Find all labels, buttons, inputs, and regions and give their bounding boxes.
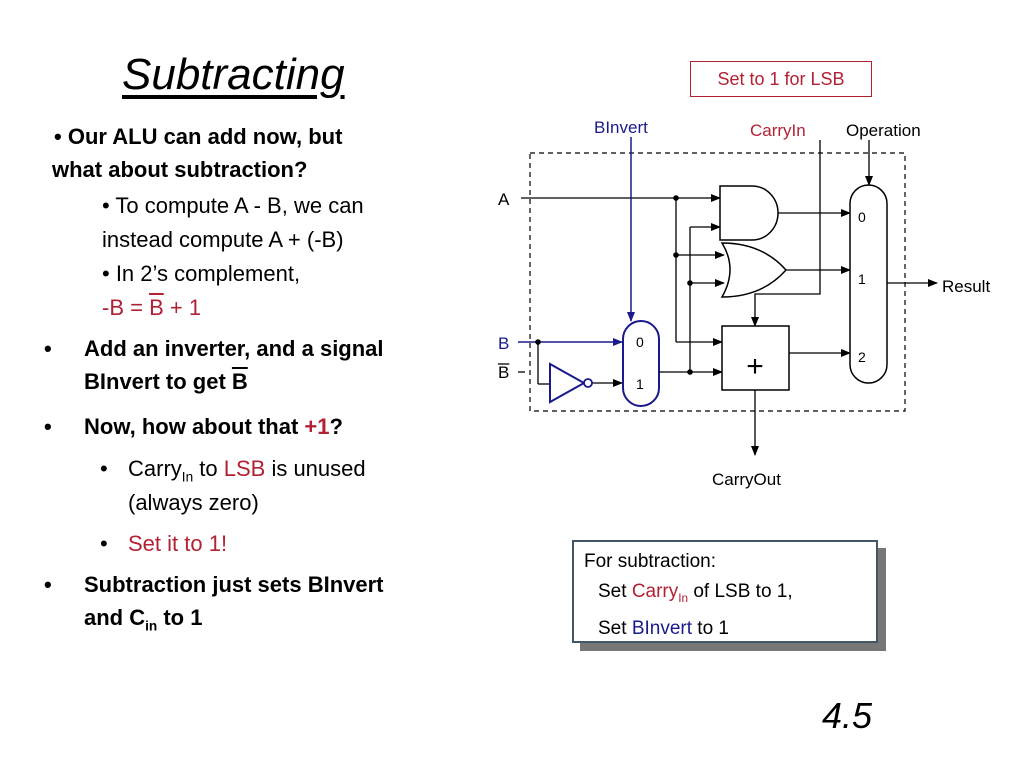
b-bar: B	[231, 369, 248, 394]
plus-one-highlight: +1	[304, 414, 330, 439]
result-mux-input-2: 2	[858, 349, 866, 365]
carry-text: Carry	[128, 456, 182, 481]
slide-title: Subtracting	[122, 50, 345, 99]
binvert-label: BInvert	[594, 118, 648, 137]
question-text-1: Our ALU can add now, but	[67, 124, 343, 149]
plus-one-line: Now, how about that +1?	[84, 414, 343, 440]
inverter-bubble	[583, 378, 593, 388]
bullet-dot: •	[44, 572, 52, 597]
carryin-line1: CarryIn to LSB is unused	[128, 456, 366, 484]
result-mux-input-0: 0	[858, 209, 866, 225]
slide-number: 4.5	[822, 695, 873, 736]
summary-line2: and Cin to 1	[84, 605, 202, 633]
carryin-label: CarryIn	[750, 121, 806, 140]
bullet-dot: •	[100, 456, 108, 481]
cin-subscript: in	[145, 618, 158, 634]
equation-lhs: -B =	[102, 295, 150, 320]
negation-equation: -B = B + 1	[102, 295, 201, 321]
result-mux	[849, 184, 888, 384]
callout-line3: Set BInvert to 1	[584, 614, 876, 644]
callout-carry-text: Carry	[631, 581, 679, 602]
lsb-highlight: LSB	[223, 456, 266, 481]
bullet-dot: •	[100, 531, 108, 556]
callout-carry-subscript: In	[678, 591, 689, 605]
carryin-wire	[751, 140, 821, 327]
plus-one-post: ?	[329, 414, 343, 439]
bullet-dot: •	[44, 336, 52, 361]
callout-carry: CarryIn	[631, 581, 689, 605]
callout-set-text: Set	[598, 617, 632, 639]
b-bar-label: B	[498, 363, 509, 382]
plus-one-pre: Now, how about that	[84, 414, 305, 439]
and-c-text: and C	[84, 605, 146, 630]
subpoint2-line1: • In 2’s complement,	[102, 261, 301, 286]
unused-text: is unused	[265, 456, 366, 481]
subpoint1-line2: instead compute A + (-B)	[102, 227, 344, 252]
gate-output-wires	[778, 209, 851, 357]
alu-boundary	[529, 152, 906, 412]
subpoint1-line1: • To compute A - B, we can	[102, 193, 364, 218]
callout-binvert: BInvert	[631, 617, 693, 639]
adder-symbol: +	[746, 350, 764, 383]
b-label: B	[498, 334, 509, 353]
callout-line1: For subtraction:	[584, 551, 716, 572]
junction-dot	[687, 280, 693, 286]
to-one-text: to 1	[157, 605, 203, 630]
junction-dot	[673, 195, 679, 201]
inverter-gate	[549, 362, 587, 404]
inverter-text: BInvert to get	[84, 369, 232, 394]
result-label: Result	[942, 277, 990, 296]
lsb-note-box: Set to 1 for LSB	[690, 61, 872, 97]
b-mux-output-wires	[659, 223, 725, 376]
b-bar: B	[149, 295, 164, 320]
question-line1: • Our ALU can add now, but	[54, 124, 342, 150]
a-label: A	[498, 190, 510, 209]
or-gate	[720, 242, 788, 298]
to-text: to	[193, 456, 224, 481]
carry-subscript: In	[181, 469, 194, 485]
callout-set-text: Set	[598, 581, 632, 602]
junction-dot	[687, 369, 693, 375]
inverter-line1: Add an inverter, and a signal	[84, 336, 384, 361]
b-mux-input-1: 1	[636, 376, 644, 392]
result-mux-input-1: 1	[858, 271, 866, 287]
set-it-line: Set it to 1!	[128, 531, 228, 556]
question-line2: what about subtraction?	[52, 157, 308, 182]
callout-to-one-text: to 1	[692, 617, 729, 639]
junction-dot	[673, 252, 679, 258]
b-mux	[622, 320, 660, 407]
a-input-wires	[521, 194, 725, 346]
equation-rhs: + 1	[163, 295, 202, 320]
summary-line1: Subtraction just sets BInvert	[84, 572, 384, 597]
carryin-line2: (always zero)	[128, 490, 259, 515]
junction-dot	[535, 339, 541, 345]
inverter-line2: BInvert to get B	[84, 369, 248, 395]
bullet-dot: •	[44, 414, 52, 439]
callout-lsb-text: of LSB to 1,	[688, 581, 793, 602]
operation-label: Operation	[846, 121, 921, 140]
subtraction-callout: For subtraction: Set CarryIn of LSB to 1…	[572, 540, 888, 652]
callout-line2: Set CarryIn of LSB to 1,	[584, 577, 876, 614]
adder-box	[721, 325, 790, 391]
b-mux-input-0: 0	[636, 334, 644, 350]
carryout-label: CarryOut	[712, 470, 781, 489]
and-gate	[719, 185, 779, 241]
bullet-dot: •	[54, 124, 62, 149]
callout-body: For subtraction: Set CarryIn of LSB to 1…	[572, 540, 878, 643]
